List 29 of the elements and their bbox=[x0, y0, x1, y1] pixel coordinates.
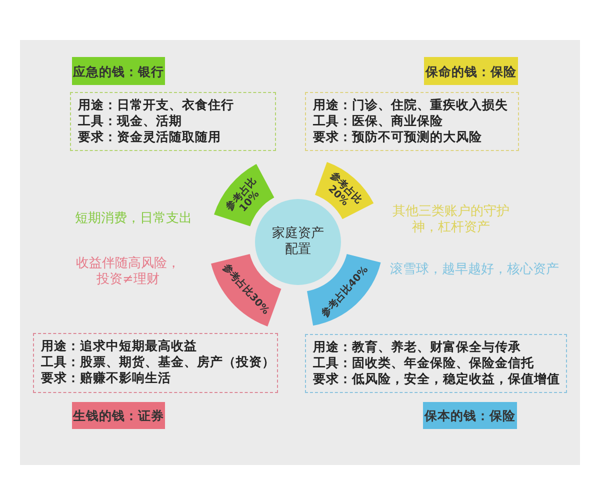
category-title: 生钱的钱：证券 bbox=[73, 408, 164, 423]
info-panel bbox=[305, 92, 519, 151]
info-panel bbox=[33, 333, 278, 393]
info-text: 用途：日常开支、衣食住行 bbox=[78, 97, 235, 113]
note-text: 短期消费，日常支出 bbox=[75, 211, 192, 227]
info-text: 工具：医保、商业保险 bbox=[313, 113, 444, 129]
note-text: 收益伴随高风险，投资≠理财 bbox=[75, 256, 181, 288]
info-text: 要求：低风险，安全，稳定收益，保值增值 bbox=[313, 371, 559, 387]
category-banner bbox=[72, 57, 165, 85]
note-text: 滚雪球，越早越好，核心资产 bbox=[390, 262, 559, 278]
info-text: 工具：固收类、年金保险、保险金信托 bbox=[313, 355, 535, 371]
info-text: 要求：资金灵活随取随用 bbox=[78, 129, 222, 145]
info-text: 工具：股票、期货、基金、房产（投资） bbox=[41, 354, 270, 370]
category-banner bbox=[72, 402, 165, 429]
info-text: 要求：预防不可预测的大风险 bbox=[313, 129, 483, 145]
info-panel bbox=[305, 334, 567, 393]
hub-title: 家庭资产配置 bbox=[271, 226, 325, 258]
category-title: 应急的钱：银行 bbox=[73, 64, 164, 78]
note-text: 其他三类账户的守护神，杠杆资产 bbox=[392, 204, 510, 236]
info-text: 要求：赔赚不影响生活 bbox=[41, 370, 172, 386]
category-banner bbox=[424, 57, 518, 85]
info-text: 用途：追求中短期最高收益 bbox=[41, 338, 198, 354]
category-title: 保命的钱：保险 bbox=[426, 64, 516, 78]
category-title: 保本的钱：保险 bbox=[424, 408, 516, 423]
info-text: 用途：门诊、住院、重疾收入损失 bbox=[313, 97, 509, 113]
category-banner bbox=[423, 402, 517, 429]
info-text: 用途：教育、养老、财富保全与传承 bbox=[313, 339, 522, 355]
info-panel bbox=[70, 92, 276, 151]
info-text: 工具：现金、活期 bbox=[78, 113, 183, 129]
